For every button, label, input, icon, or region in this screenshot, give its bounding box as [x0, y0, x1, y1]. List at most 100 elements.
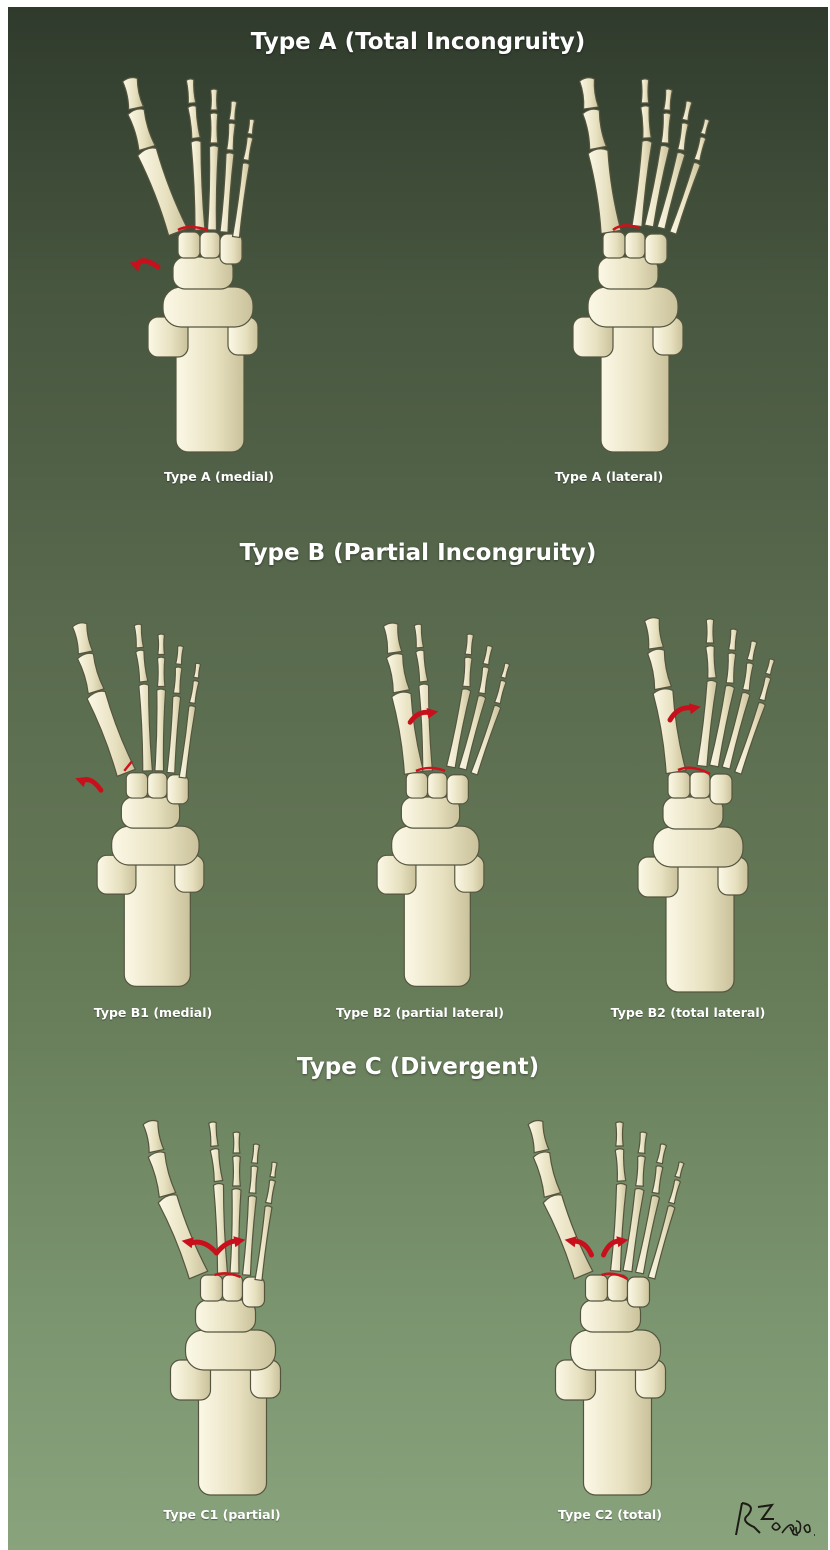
distal-phalanx-bone: [383, 623, 401, 654]
talus-bone: [112, 826, 199, 865]
proximal-phalanx-bone: [694, 137, 706, 161]
talus-bone: [571, 1330, 661, 1370]
distal-phalanx-bone: [233, 1132, 240, 1153]
arrow-head: [427, 708, 439, 719]
distal-phalanx-bone: [765, 659, 774, 675]
cuneiform-bone: [126, 773, 147, 798]
proximal-phalanx-bone: [669, 1180, 681, 1204]
distal-phalanx-bone: [580, 78, 599, 109]
proximal-phalanx-bone: [78, 653, 104, 693]
cuneiform-bone: [178, 232, 200, 258]
cuboid-bone: [710, 774, 732, 804]
talus-bone: [163, 287, 253, 327]
proximal-phalanx-bone: [706, 646, 716, 679]
metatarsal-bone: [208, 146, 219, 230]
foot-illustration-type-c2-total: [523, 1105, 698, 1500]
proximal-phalanx-bone: [243, 137, 253, 161]
diagram-poster: Type A (Total Incongruity) Type B (Parti…: [8, 7, 828, 1550]
proximal-phalanx-bone: [759, 677, 771, 701]
distal-phalanx-bone: [747, 641, 757, 661]
proximal-phalanx-bone: [210, 113, 218, 143]
cuneiform-bone: [690, 772, 710, 798]
foot-skeleton: [348, 602, 513, 997]
cuneiform-bone: [428, 773, 447, 798]
proximal-phalanx-bone: [726, 653, 736, 683]
proximal-phalanx-bone: [148, 1152, 175, 1197]
cuneiform-bone: [608, 1275, 628, 1301]
distal-phalanx-bone: [270, 1162, 277, 1177]
metatarsal-bone: [191, 140, 205, 230]
proximal-phalanx-bone: [157, 657, 164, 686]
cuboid-bone: [645, 234, 667, 264]
artist-signature: [728, 1497, 818, 1542]
distal-phalanx-bone: [700, 119, 709, 135]
metatarsal-bone: [243, 1196, 257, 1276]
proximal-phalanx-bone: [583, 109, 607, 149]
metatarsal-bone: [139, 684, 153, 771]
caption-type-c2-total: Type C2 (total): [558, 1507, 662, 1522]
section-title-type-c: Type C (Divergent): [8, 1054, 828, 1080]
proximal-phalanx-bone: [463, 657, 472, 687]
metatarsal-bone: [155, 689, 166, 771]
distal-phalanx-bone: [211, 89, 218, 110]
caption-type-a-lateral: Type A (lateral): [555, 469, 663, 484]
distal-phalanx-bone: [664, 89, 673, 110]
proximal-phalanx-bone: [678, 123, 689, 151]
proximal-phalanx-bone: [661, 113, 671, 143]
displacement-arrow: [84, 780, 101, 791]
proximal-phalanx-bone: [641, 106, 651, 139]
distal-phalanx-bone: [616, 1122, 624, 1146]
caption-type-b2-partial-lateral: Type B2 (partial lateral): [336, 1005, 504, 1020]
cuboid-bone: [243, 1277, 265, 1307]
distal-phalanx-bone: [706, 619, 714, 643]
proximal-phalanx-bone: [636, 1156, 646, 1186]
distal-phalanx-bone: [194, 663, 201, 678]
foot-illustration-type-a-lateral: [543, 62, 713, 457]
distal-phalanx-bone: [143, 1120, 164, 1152]
proximal-phalanx-bone: [249, 1166, 258, 1193]
proximal-phalanx-bone: [210, 1149, 222, 1182]
talus-bone: [392, 826, 479, 865]
distal-phalanx-bone: [729, 629, 738, 650]
distal-phalanx-bone: [158, 634, 165, 654]
distal-phalanx-bone: [252, 1144, 260, 1163]
metatarsal-bone: [158, 1195, 208, 1279]
metatarsal-bone: [611, 1183, 627, 1271]
talus-bone: [588, 287, 678, 327]
metatarsal-bone: [214, 1183, 228, 1273]
cuneiform-bone: [586, 1275, 608, 1301]
foot-skeleton: [138, 1105, 313, 1500]
distal-phalanx-bone: [641, 79, 649, 103]
proximal-phalanx-bone: [648, 649, 672, 689]
cuneiform-bone: [223, 1275, 243, 1301]
foot-illustration-type-b1-medial: [68, 602, 233, 997]
metatarsal-bone: [167, 696, 181, 773]
foot-skeleton: [523, 1105, 698, 1500]
proximal-phalanx-bone: [652, 1166, 663, 1194]
distal-phalanx-bone: [528, 1120, 549, 1152]
proximal-phalanx-bone: [233, 1156, 241, 1186]
caption-type-b2-total-lateral: Type B2 (total lateral): [611, 1005, 766, 1020]
proximal-phalanx-bone: [386, 654, 409, 693]
foot-skeleton: [118, 62, 288, 457]
proximal-phalanx-bone: [128, 109, 155, 151]
caption-type-b1-medial: Type B1 (medial): [94, 1005, 212, 1020]
distal-phalanx-bone: [209, 1122, 218, 1146]
arrow-head: [689, 703, 701, 714]
cuneiform-bone: [148, 773, 167, 798]
distal-phalanx-bone: [414, 624, 423, 648]
foot-skeleton: [68, 602, 233, 997]
distal-phalanx-bone: [501, 663, 510, 678]
arrow-head: [129, 261, 141, 272]
distal-phalanx-bone: [645, 618, 664, 649]
cuneiform-bone: [200, 232, 220, 258]
distal-phalanx-bone: [176, 646, 184, 665]
distal-phalanx-bone: [123, 77, 144, 109]
metatarsal-bone: [653, 689, 686, 774]
distal-phalanx-bone: [229, 101, 237, 120]
metatarsal-bone: [220, 153, 234, 233]
proximal-phalanx-bone: [173, 667, 182, 693]
cuneiform-bone: [603, 232, 625, 258]
distal-phalanx-bone: [657, 1144, 667, 1164]
talus-bone: [653, 827, 743, 867]
